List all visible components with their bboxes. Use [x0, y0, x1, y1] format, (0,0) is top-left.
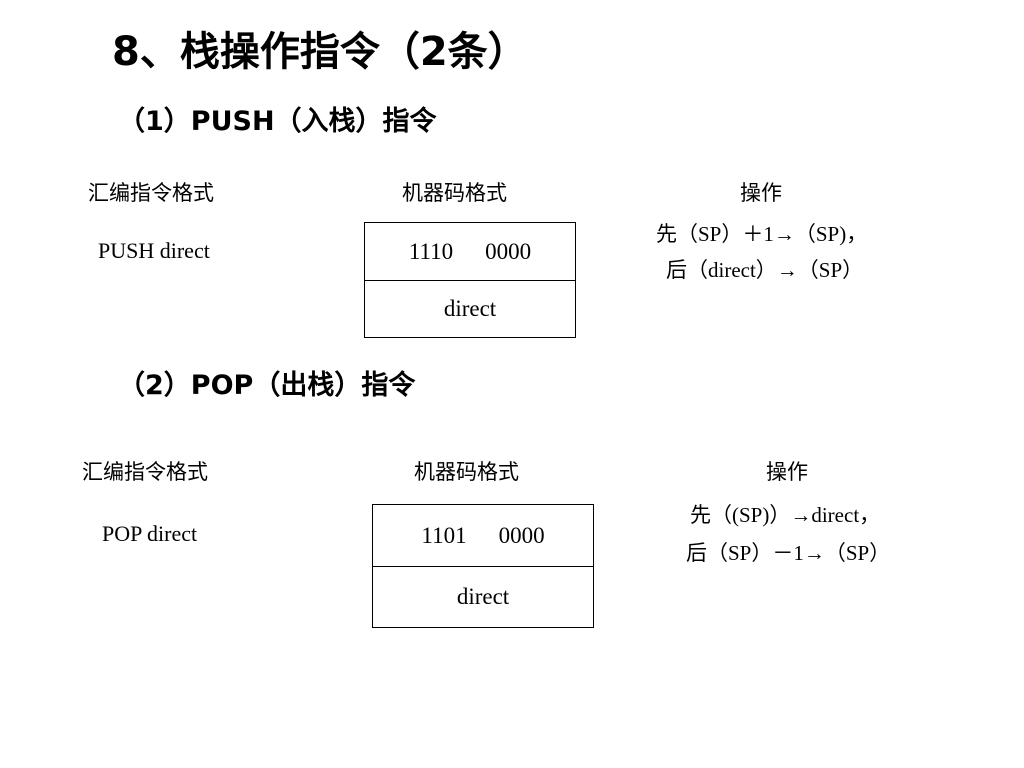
push-operand: direct [443, 296, 497, 321]
push-opcode-low: 0000 [485, 238, 532, 264]
pop-section-heading: （2）POP（出栈）指令 [118, 370, 416, 401]
push-operand-cell: direct [365, 281, 575, 337]
pop-operand-cell: direct [373, 567, 593, 627]
push-operation-header: 操作 [740, 181, 782, 205]
pop-operation-line-1: 先（(SP)）→direct， [690, 503, 881, 527]
push-opcode-high: 1110 [408, 238, 454, 264]
pop-machine-code-header: 机器码格式 [414, 460, 519, 484]
pop-assembly-format-header: 汇编指令格式 [82, 460, 208, 484]
push-operation-line-2: 后（direct）→（SP） [666, 258, 864, 282]
push-assembly-format: PUSH direct [98, 238, 210, 263]
push-machine-code-box: 1110 0000 direct [364, 222, 576, 338]
push-assembly-format-header: 汇编指令格式 [88, 181, 214, 205]
push-machine-code-header: 机器码格式 [402, 181, 507, 205]
pop-assembly-format: POP direct [102, 521, 198, 546]
pop-opcode-high: 1101 [421, 522, 467, 548]
pop-operand: direct [456, 584, 510, 609]
pop-opcode-cell: 1101 0000 [373, 505, 593, 567]
push-opcode-cell: 1110 0000 [365, 223, 575, 281]
pop-operation-header: 操作 [766, 460, 808, 484]
pop-opcode-low: 0000 [498, 522, 545, 548]
push-section-heading: （1）PUSH（入栈）指令 [118, 106, 437, 137]
slide-title: 8、栈操作指令（2条） [112, 29, 528, 75]
push-operation-line-1: 先（SP）＋1→（SP)， [656, 222, 868, 246]
pop-operation-line-2: 后（SP）－1→（SP） [686, 541, 891, 565]
pop-machine-code-box: 1101 0000 direct [372, 504, 594, 628]
